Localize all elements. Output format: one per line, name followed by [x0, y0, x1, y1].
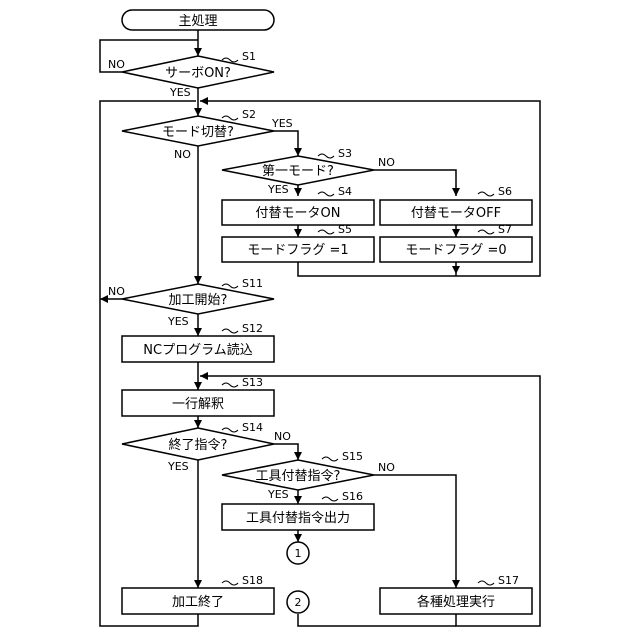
process-s7-label: モードフラグ =0 [405, 243, 506, 258]
branch-s15-no: NO [378, 461, 395, 474]
branch-s15-yes: YES [267, 488, 289, 501]
step-s5: S5 [338, 223, 352, 236]
connector-1: 1 [287, 542, 309, 564]
connector-lines [100, 30, 540, 626]
process-s12-label: NCプログラム読込 [143, 342, 252, 358]
step-s13: S13 [242, 376, 263, 389]
branch-s3-no: NO [378, 156, 395, 169]
connector-1-label: 1 [295, 547, 302, 560]
decision-s2: モード切替? S2 YES NO [122, 108, 293, 161]
step-s11: S11 [242, 277, 263, 290]
branch-s3-yes: YES [267, 183, 289, 196]
step-s4: S4 [338, 185, 352, 198]
step-s16: S16 [342, 490, 363, 503]
connector-2: 2 [287, 591, 309, 613]
decision-s11-label: 加工開始? [169, 293, 228, 308]
decision-s14-label: 終了指令? [169, 437, 228, 453]
process-s16-label: 工具付替指令出力 [246, 511, 350, 526]
branch-s11-no: NO [108, 285, 125, 298]
decision-s3-label: 第一モード? [262, 164, 334, 179]
step-s15: S15 [342, 450, 363, 463]
process-s5-label: モードフラグ =1 [247, 243, 348, 258]
decision-s14: 終了指令? S14 NO YES [122, 421, 291, 473]
connector-2-label: 2 [295, 596, 302, 609]
step-s7: S7 [498, 223, 512, 236]
branch-s1-no: NO [108, 58, 125, 71]
step-s2: S2 [242, 108, 256, 121]
decision-s3: 第一モード? S3 NO YES [222, 147, 395, 196]
branch-s2-yes: YES [271, 117, 293, 130]
start-label: 主処理 [178, 14, 217, 29]
process-s17-label: 各種処理実行 [417, 594, 495, 610]
step-s14: S14 [242, 421, 263, 434]
step-s18: S18 [242, 574, 263, 587]
decision-s2-label: モード切替? [162, 125, 234, 140]
step-s12: S12 [242, 322, 263, 335]
branch-s14-no: NO [274, 430, 291, 443]
decision-s15: 工具付替指令? S15 NO YES [222, 450, 395, 501]
process-s6-label: 付替モータOFF [411, 206, 501, 221]
decision-s1-label: サーボON? [165, 66, 231, 81]
decision-s1: サーボON? S1 NO YES [108, 50, 274, 99]
process-s18-label: 加工終了 [172, 594, 224, 610]
branch-s14-yes: YES [167, 460, 189, 473]
branch-s11-yes: YES [167, 315, 189, 328]
decision-s11: 加工開始? S11 NO YES [108, 277, 274, 328]
start-terminal: 主処理 [122, 10, 274, 30]
branch-s2-no: NO [174, 148, 191, 161]
branch-s1-yes: YES [169, 86, 191, 99]
step-s1: S1 [242, 50, 256, 63]
step-s6: S6 [498, 185, 512, 198]
process-s13-label: 一行解釈 [172, 397, 224, 412]
decision-s15-label: 工具付替指令? [256, 469, 341, 484]
process-s4-label: 付替モータON [256, 206, 341, 221]
step-s3: S3 [338, 147, 352, 160]
step-s17: S17 [498, 574, 519, 587]
